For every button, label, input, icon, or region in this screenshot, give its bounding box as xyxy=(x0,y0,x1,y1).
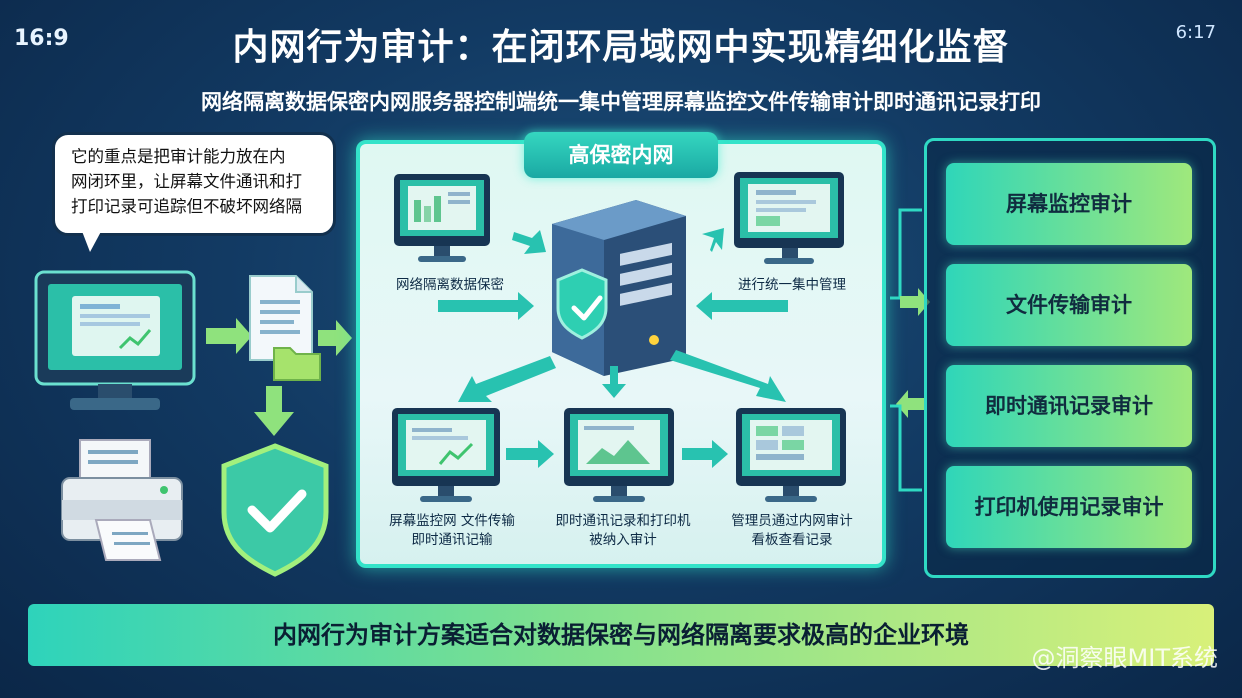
printer-icon xyxy=(61,439,183,561)
caption-line: 看板查看记录 xyxy=(751,532,833,548)
monitor-icon xyxy=(392,408,500,502)
speech-bubble: 它的重点是把审计能力放在内 网闭环里，让屏幕文件通讯和打 打印记录可追踪但不破坏… xyxy=(52,132,336,236)
document-icon xyxy=(249,275,313,361)
server-icon xyxy=(552,200,686,376)
monitor-icon xyxy=(394,174,490,262)
caption-line: 管理员通过内网审计 xyxy=(731,513,853,529)
corner-label: 6:17 xyxy=(1175,22,1216,43)
arrow-icon xyxy=(438,228,788,468)
monitor-icon xyxy=(734,172,844,264)
caption-line: 即时通讯记输 xyxy=(411,532,493,548)
monitor-icon xyxy=(34,270,196,410)
bubble-line-1: 它的重点是把审计能力放在内 xyxy=(71,147,286,166)
caption-top-right: 进行统一集中管理 xyxy=(738,277,846,293)
caption-line: 屏幕监控网 文件传输 xyxy=(389,513,515,529)
page-title: 内网行为审计：在闭环局域网中实现精细化监督 xyxy=(232,27,1010,68)
left-illustration xyxy=(34,270,352,577)
audit-item-im-records: 即时通讯记录审计 xyxy=(946,365,1192,447)
caption-line: 被纳入审计 xyxy=(589,532,657,548)
arrow-down-icon xyxy=(254,386,294,436)
audit-item-printer: 打印机使用记录审计 xyxy=(946,466,1192,548)
page-subtitle: 网络隔离数据保密内网服务器控制端统一集中管理屏幕监控文件传输审计即时通讯记录打印 xyxy=(201,90,1041,114)
watermark: @洞察眼MIT系统 xyxy=(1031,644,1218,672)
panel-label: 高保密内网 xyxy=(524,132,718,178)
footer-banner: 内网行为审计方案适合对数据保密与网络隔离要求极高的企业环境 xyxy=(28,604,1214,666)
caption-top-left: 网络隔离数据保密 xyxy=(396,277,504,293)
intranet-diagram xyxy=(392,172,846,502)
audit-item-screen: 屏幕监控审计 xyxy=(946,163,1192,245)
audit-item-file-transfer: 文件传输审计 xyxy=(946,264,1192,346)
caption-line: 即时通讯记录和打印机 xyxy=(555,513,691,529)
arrow-icon xyxy=(206,318,252,354)
monitor-icon xyxy=(736,408,846,502)
shield-check-icon xyxy=(221,443,329,577)
bubble-line-3: 打印记录可追踪但不破坏网络隔 xyxy=(71,197,302,216)
caption-bottom-left: 屏幕监控网 文件传输 即时通讯记输 xyxy=(370,512,534,550)
panel-connectors xyxy=(890,208,930,492)
aspect-ratio-label: 16:9 xyxy=(14,26,69,51)
arrow-icon xyxy=(318,320,352,356)
folder-icon xyxy=(273,347,321,381)
monitor-icon xyxy=(564,408,674,502)
caption-bottom-mid: 即时通讯记录和打印机 被纳入审计 xyxy=(536,512,710,550)
bubble-line-2: 网闭环里，让屏幕文件通讯和打 xyxy=(71,172,302,191)
speech-bubble-tail xyxy=(80,226,104,252)
caption-bottom-right: 管理员通过内网审计 看板查看记录 xyxy=(708,512,876,550)
